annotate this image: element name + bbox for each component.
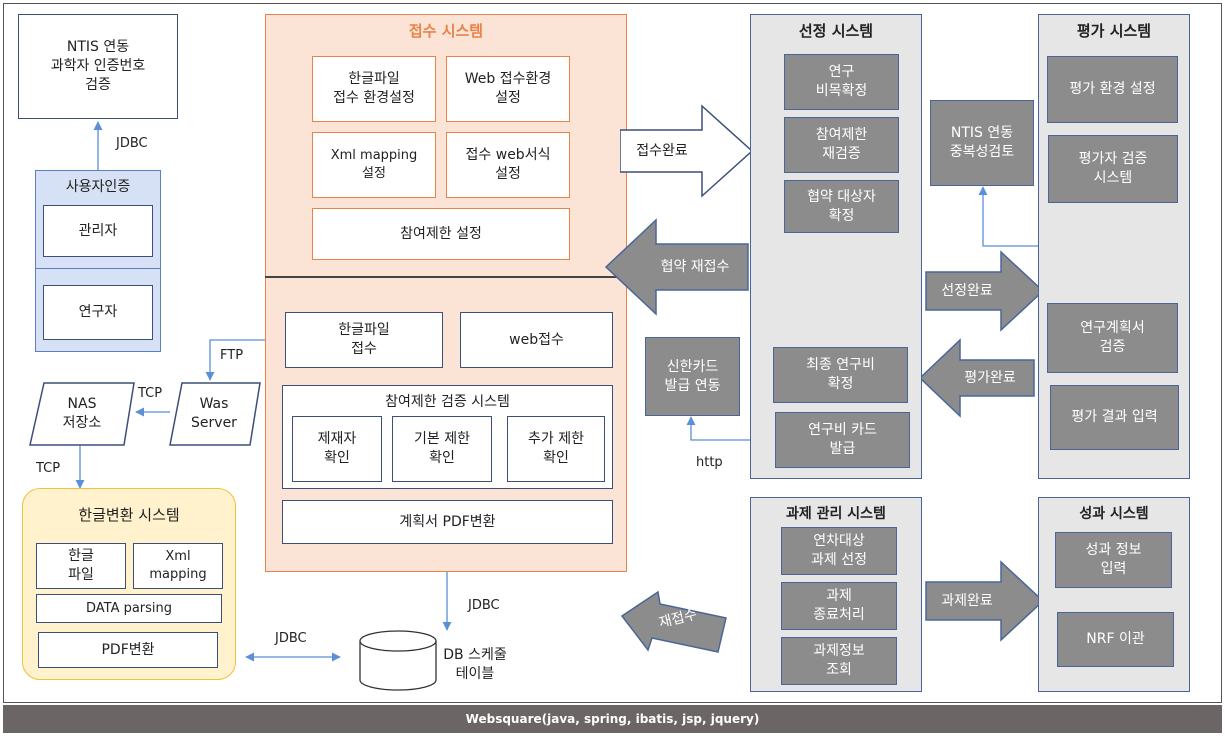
evaluation-title: 평가 시스템 [1076, 22, 1152, 40]
outcome-input-box: 성과 정보 입력 [1055, 532, 1172, 588]
db-schedule-label: DB 스케줄 테이블 [443, 647, 507, 682]
http-shinhan-connector [686, 416, 774, 445]
convert-xml-mapping-box: Xml mapping [133, 543, 223, 589]
ntis-scientist-verify-box: NTIS 연동 과학자 인증번호 검증 [18, 14, 178, 119]
was-shape [169, 382, 261, 446]
nas-storage-label: NAS 저장소 [62, 396, 102, 431]
re-contract-arrow [604, 218, 749, 316]
footer-bar: Websquare(java, spring, ibatis, jsp, jqu… [3, 705, 1222, 733]
selection-title: 선정 시스템 [798, 22, 874, 40]
tcp-was-label: TCP [138, 386, 163, 401]
xml-mapping-setup-box: Xml mapping 설정 [312, 132, 436, 198]
convert-pdf-box: PDF변환 [38, 632, 218, 668]
hangul-env-box: 한글파일 접수 환경설정 [312, 56, 436, 122]
web-receive-box: web접수 [460, 312, 613, 368]
outcome-title: 성과 시스템 [1079, 506, 1149, 522]
shinhan-card-box: 신한카드 발급 연동 [645, 337, 740, 416]
contract-confirm-box: 협약 대상자 확정 [784, 180, 899, 233]
web-form-box: 접수 web서식 설정 [446, 132, 570, 198]
data-parsing-box: DATA parsing [36, 594, 222, 623]
evaluator-verify-box: 평가자 검증 시스템 [1048, 135, 1178, 203]
was-server-label: Was Server [191, 396, 237, 431]
task-title: 과제 관리 시스템 [786, 506, 886, 522]
ntis-duplicate-box: NTIS 연동 중복성검토 [930, 100, 1034, 186]
fund-confirm-box: 연구 비목확정 [784, 54, 899, 110]
researcher-box: 연구자 [43, 285, 153, 340]
jdbc-convert-label: JDBC [275, 631, 307, 646]
hangul-convert-title: 한글변환 시스템 [78, 506, 180, 524]
reception-divider [265, 276, 627, 278]
annual-select-box: 연차대상 과제 선정 [781, 527, 897, 575]
convert-hangul-file-box: 한글 파일 [36, 543, 126, 589]
received-arrow [620, 104, 754, 198]
jdbc-auth-label: JDBC [116, 136, 148, 151]
re-contract-arrow-label: 협약 재접수 [660, 258, 730, 275]
ftp-label: FTP [220, 348, 244, 363]
plan-pdf-convert-box: 계획서 PDF변환 [282, 500, 613, 544]
evaluated-arrow-label: 평가완료 [964, 369, 1016, 386]
db-cylinder-icon [359, 630, 437, 691]
ftp-connector [205, 339, 285, 381]
card-issue-box: 연구비 카드 발급 [775, 412, 910, 468]
restriction-recheck-box: 참여제한 재검증 [784, 117, 899, 173]
user-auth-divider [35, 268, 161, 269]
http-shinhan-label: http [696, 455, 723, 470]
web-env-box: Web 접수환경 설정 [446, 56, 570, 122]
jdbc-db-label: JDBC [468, 598, 500, 613]
plan-verify-box: 연구계획서 검증 [1047, 303, 1178, 373]
diagram-frame [3, 3, 1222, 703]
task-close-box: 과제 종료처리 [781, 582, 897, 630]
restriction-check-title: 참여제한 검증 시스템 [385, 394, 510, 410]
received-arrow-label: 접수완료 [636, 142, 688, 159]
reception-title: 접수 시스템 [408, 22, 484, 40]
tcp-nas-label: TCP [36, 461, 61, 476]
restriction-setup-box: 참여제한 설정 [312, 208, 570, 260]
extra-limit-box: 추가 제한 확인 [507, 416, 605, 482]
eval-env-box: 평가 환경 설정 [1047, 56, 1178, 123]
hangul-receive-box: 한글파일 접수 [285, 312, 443, 368]
nrf-transfer-box: NRF 이관 [1057, 612, 1174, 667]
admin-box: 관리자 [43, 205, 153, 257]
task-lookup-box: 과제정보 조회 [781, 637, 897, 685]
sanction-check-box: 제재자 확인 [292, 416, 382, 482]
final-fund-box: 최종 연구비 확정 [773, 347, 908, 403]
resubmit-arrow [620, 590, 727, 653]
task-done-arrow-label: 과제완료 [941, 592, 993, 609]
result-input-box: 평가 결과 입력 [1050, 385, 1179, 450]
basic-limit-box: 기본 제한 확인 [392, 416, 492, 482]
nas-shape [29, 382, 135, 446]
connector-layer [29, 121, 1117, 691]
selected-arrow-label: 선정완료 [941, 282, 993, 299]
selected-arrow [925, 250, 1045, 332]
evaluated-arrow [918, 338, 1035, 418]
task-done-arrow [925, 560, 1045, 642]
user-auth-title: 사용자인증 [65, 179, 131, 195]
